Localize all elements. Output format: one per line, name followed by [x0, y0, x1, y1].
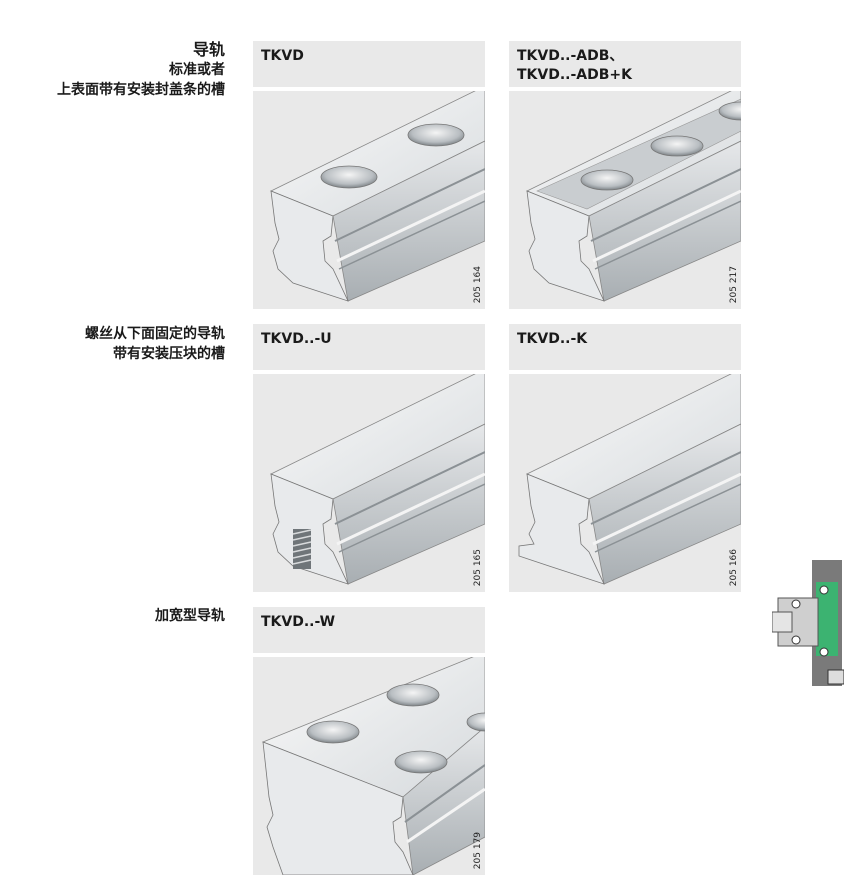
- section-line: 上表面带有安装封盖条的槽: [57, 82, 225, 98]
- section-line: 加宽型导轨: [155, 608, 225, 624]
- drawing-code: 205 164: [473, 265, 483, 303]
- product-card-tkvd-u: TKVD..-U 205 165: [253, 324, 485, 592]
- card-label: TKVD..-W: [253, 607, 485, 653]
- rail-image: 205 217: [509, 91, 741, 309]
- rail-image: 205 165: [253, 374, 485, 592]
- card-label: TKVD..-U: [253, 324, 485, 370]
- rail-illustration: [270, 91, 485, 302]
- card-label: TKVD: [253, 41, 485, 87]
- drawing-code: 205 166: [729, 548, 739, 586]
- drawing-code: 205 179: [473, 831, 483, 869]
- rail-image: 205 164: [253, 91, 485, 309]
- drawing-code: 205 165: [473, 548, 483, 586]
- section-line: 标准或者: [169, 62, 225, 78]
- section-line: 螺丝从下面固定的导轨: [85, 326, 225, 342]
- product-card-tkvd-w: TKVD..-W 205 179: [253, 607, 485, 875]
- bearing-cross-section-icon: [771, 560, 845, 690]
- rail-illustration: [261, 657, 485, 875]
- section-label-guide-rail: 导轨 标准或者 上表面带有安装封盖条的槽: [57, 40, 225, 100]
- card-label: TKVD..-ADB、 TKVD..-ADB+K: [509, 41, 741, 87]
- rail-illustration: [518, 374, 741, 585]
- card-label: TKVD..-K: [509, 324, 741, 370]
- product-card-tkvd-k: TKVD..-K 205 166: [509, 324, 741, 592]
- rail-image: 205 166: [509, 374, 741, 592]
- section-title: 导轨: [192, 40, 225, 59]
- drawing-code: 205 217: [729, 265, 739, 303]
- rail-illustration: [526, 91, 741, 302]
- section-label-wide-rail: 加宽型导轨: [155, 606, 225, 626]
- product-card-tkvd-adb: TKVD..-ADB、 TKVD..-ADB+K: [509, 41, 741, 309]
- rail-illustration: [270, 374, 485, 585]
- rail-image: 205 179: [253, 657, 485, 875]
- section-line: 带有安装压块的槽: [113, 346, 225, 362]
- product-card-tkvd: TKVD 205 164: [253, 41, 485, 309]
- section-label-bottom-screw: 螺丝从下面固定的导轨 带有安装压块的槽: [85, 324, 225, 364]
